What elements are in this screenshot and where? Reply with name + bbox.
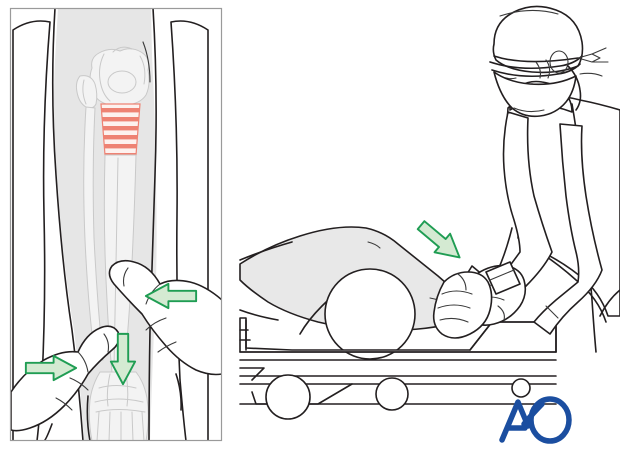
table-wheel [375,377,409,411]
knee-bolster [324,268,416,360]
left-panel [9,7,223,442]
surgeon-gloved-hands [432,261,527,339]
right-panel [239,5,620,444]
table-wheel [265,374,311,420]
knee-joint-bones [75,46,150,109]
fibula [83,106,104,361]
left-panel-border [9,7,223,442]
table-wheel [511,378,531,398]
ao-logo [499,396,572,444]
surgeon-right-hand [108,259,222,411]
fracture-zone [100,103,141,156]
foot-bones [88,371,149,441]
table-wheels [265,374,531,420]
surgeon-figure [432,5,620,353]
